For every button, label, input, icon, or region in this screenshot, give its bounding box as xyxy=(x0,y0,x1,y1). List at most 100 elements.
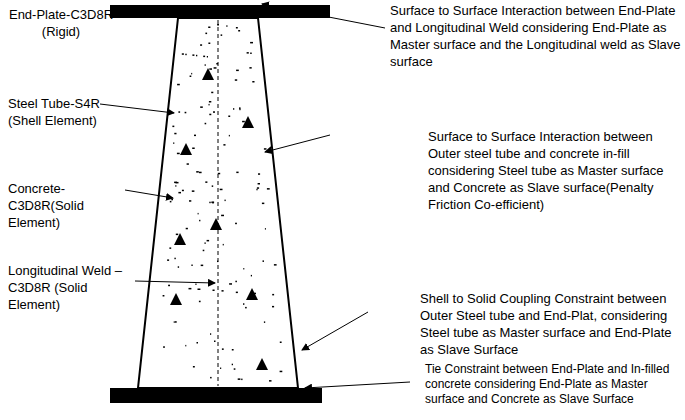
speckle xyxy=(182,190,184,192)
bottom-end-plate xyxy=(110,388,322,403)
callout-label: End-Plate-C3D8R (Rigid) xyxy=(2,6,120,40)
callout-label: Steel Tube-S4R (Shell Element) xyxy=(8,95,103,129)
speckle xyxy=(264,148,267,150)
speckle xyxy=(210,377,212,379)
leader-line xyxy=(100,104,174,113)
speckle xyxy=(205,242,206,244)
speckle xyxy=(207,240,210,242)
speckle xyxy=(205,181,207,183)
label-text: Surface to Surface Interaction between E… xyxy=(390,3,681,69)
speckle xyxy=(203,250,205,252)
speckle xyxy=(269,380,272,382)
callout-label: Longitudinal Weld –C3D8R (Solid Element) xyxy=(8,262,136,313)
speckle xyxy=(205,123,207,125)
speckle xyxy=(256,189,257,191)
speckle xyxy=(251,275,252,277)
speckle xyxy=(211,92,213,94)
speckle xyxy=(200,44,202,46)
speckle xyxy=(252,81,254,83)
speckle xyxy=(258,173,260,175)
leader-line xyxy=(135,281,215,283)
speckle xyxy=(226,25,227,27)
label-text: Concrete-C3D8R(Solid Element) xyxy=(8,181,84,230)
leader-line xyxy=(125,190,173,198)
speckle xyxy=(223,144,225,146)
speckle xyxy=(236,27,238,29)
speckle xyxy=(238,378,241,380)
speckle xyxy=(210,333,211,335)
leader-line xyxy=(305,382,410,388)
speckle xyxy=(185,54,186,56)
speckle xyxy=(236,172,238,174)
speckle xyxy=(182,53,184,55)
speckle xyxy=(167,259,169,261)
speckle xyxy=(203,56,205,58)
speckle xyxy=(235,223,237,225)
longitudinal-weld xyxy=(218,20,219,386)
speckle xyxy=(220,368,221,370)
speckle xyxy=(258,183,260,185)
speckle xyxy=(163,295,165,297)
speckle xyxy=(172,126,174,128)
speckle xyxy=(192,148,195,150)
speckle xyxy=(234,368,236,370)
callout-label: Tie Constraint between End-Plate and In-… xyxy=(425,362,683,407)
speckle xyxy=(195,284,196,286)
speckle xyxy=(239,107,241,109)
speckle xyxy=(205,64,206,66)
speckle xyxy=(265,228,266,230)
aggregate xyxy=(256,358,268,370)
speckle xyxy=(178,266,179,268)
speckle xyxy=(262,203,264,205)
speckle xyxy=(163,346,165,348)
speckle xyxy=(274,264,277,266)
speckle xyxy=(212,185,214,187)
label-text: Shell to Solid Coupling Constraint betwe… xyxy=(420,291,671,357)
speckle xyxy=(197,342,199,344)
speckle xyxy=(242,121,245,123)
speckle xyxy=(221,215,224,217)
speckle xyxy=(249,67,251,69)
speckle xyxy=(185,345,186,347)
speckle xyxy=(223,244,224,246)
speckle xyxy=(178,192,181,194)
speckle xyxy=(229,135,230,137)
speckle xyxy=(208,43,210,45)
aggregate xyxy=(202,68,214,80)
speckle xyxy=(264,321,265,323)
aggregate xyxy=(246,288,258,300)
label-text: End-Plate-C3D8R (Rigid) xyxy=(9,7,113,39)
leader-lines xyxy=(100,4,410,388)
speckle xyxy=(222,290,224,292)
speckle xyxy=(239,109,240,111)
speckle xyxy=(199,220,200,222)
speckle xyxy=(185,112,187,114)
speckle xyxy=(199,172,202,174)
speckle xyxy=(209,101,211,103)
speckle xyxy=(196,171,199,173)
speckle xyxy=(243,268,244,270)
speckle xyxy=(174,182,177,184)
label-text: Surface to Surface Interaction between O… xyxy=(428,129,664,212)
speckle xyxy=(263,260,265,262)
speckle xyxy=(250,42,253,44)
speckle xyxy=(233,108,234,110)
speckle xyxy=(178,111,180,113)
speckle xyxy=(217,24,219,26)
speckle xyxy=(201,265,204,267)
speckle xyxy=(235,281,237,283)
speckle xyxy=(169,247,171,249)
leader-line xyxy=(302,312,368,350)
speckle xyxy=(209,68,212,70)
speckle xyxy=(229,283,232,285)
speckle xyxy=(174,133,176,135)
speckle xyxy=(168,285,170,287)
speckle xyxy=(243,303,244,305)
speckle xyxy=(177,153,180,155)
leader-line xyxy=(262,4,385,28)
aggregate xyxy=(180,143,192,155)
speckle xyxy=(177,84,180,86)
speckle xyxy=(209,104,210,106)
speckle xyxy=(272,294,274,296)
speckle xyxy=(257,187,259,189)
